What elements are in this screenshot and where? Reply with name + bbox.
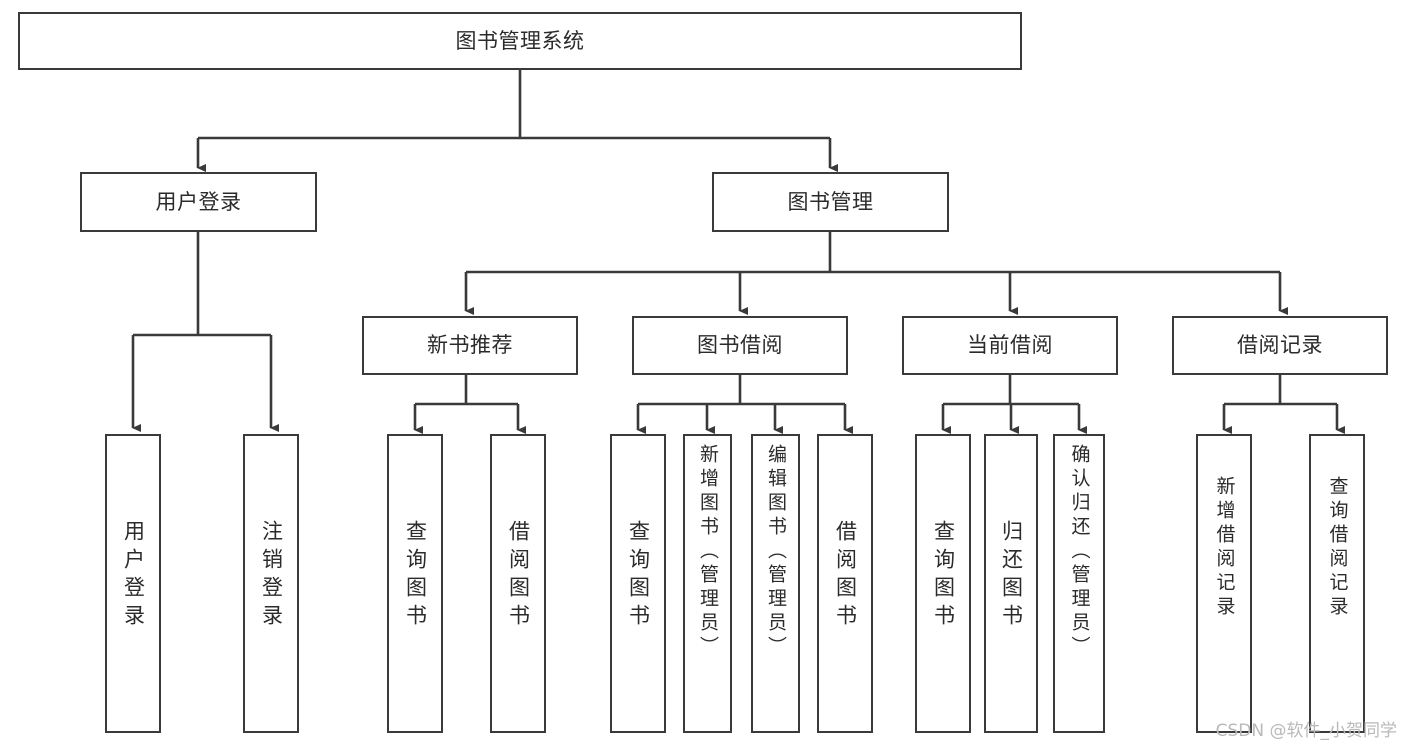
node-book-borrow-label: 图书借阅	[697, 333, 783, 358]
node-leaf-borrow-book-1[interactable]: 借阅图书	[490, 434, 546, 733]
node-leaf-query-record-label: 查询借阅记录	[1326, 476, 1349, 620]
node-leaf-user-login-label: 用户登录	[121, 520, 146, 632]
node-new-book-rec-label: 新书推荐	[427, 333, 513, 358]
node-book-manage[interactable]: 图书管理	[712, 172, 949, 232]
node-leaf-add-book-label: 新增图书（管理员）	[697, 444, 719, 660]
node-leaf-user-login[interactable]: 用户登录	[105, 434, 161, 733]
node-leaf-query-book-2[interactable]: 查询图书	[610, 434, 666, 733]
node-leaf-query-book-1[interactable]: 查询图书	[387, 434, 443, 733]
node-leaf-return-book-label: 归还图书	[999, 520, 1024, 632]
node-user-login-label: 用户登录	[155, 189, 242, 214]
node-leaf-confirm-return[interactable]: 确认归还（管理员）	[1053, 434, 1105, 733]
node-leaf-query-record[interactable]: 查询借阅记录	[1309, 434, 1365, 733]
node-leaf-borrow-book-2-label: 借阅图书	[833, 520, 858, 632]
node-leaf-logout-label: 注销登录	[259, 520, 284, 632]
node-leaf-query-book-3[interactable]: 查询图书	[915, 434, 971, 733]
node-leaf-borrow-book-1-label: 借阅图书	[506, 520, 531, 632]
node-leaf-add-record-label: 新增借阅记录	[1213, 476, 1236, 620]
node-root[interactable]: 图书管理系统	[18, 12, 1022, 70]
node-book-borrow[interactable]: 图书借阅	[632, 316, 848, 375]
node-user-login[interactable]: 用户登录	[80, 172, 317, 232]
node-borrow-record-label: 借阅记录	[1237, 333, 1323, 358]
node-current-borrow-label: 当前借阅	[967, 333, 1053, 358]
node-leaf-query-book-3-label: 查询图书	[931, 520, 956, 632]
node-leaf-add-record[interactable]: 新增借阅记录	[1196, 434, 1252, 733]
csdn-watermark: CSDN @软件_小贺同学	[1215, 721, 1397, 741]
node-leaf-borrow-book-2[interactable]: 借阅图书	[817, 434, 873, 733]
node-leaf-query-book-1-label: 查询图书	[403, 520, 428, 632]
node-root-label: 图书管理系统	[455, 28, 585, 53]
node-leaf-edit-book[interactable]: 编辑图书（管理员）	[751, 434, 800, 733]
node-leaf-edit-book-label: 编辑图书（管理员）	[765, 444, 787, 660]
node-leaf-query-book-2-label: 查询图书	[626, 520, 651, 632]
node-book-manage-label: 图书管理	[787, 189, 874, 214]
node-current-borrow[interactable]: 当前借阅	[902, 316, 1118, 375]
node-borrow-record[interactable]: 借阅记录	[1172, 316, 1388, 375]
node-leaf-logout[interactable]: 注销登录	[243, 434, 299, 733]
node-leaf-add-book[interactable]: 新增图书（管理员）	[683, 434, 732, 733]
node-leaf-confirm-return-label: 确认归还（管理员）	[1068, 444, 1091, 660]
node-leaf-return-book[interactable]: 归还图书	[984, 434, 1038, 733]
node-new-book-rec[interactable]: 新书推荐	[362, 316, 578, 375]
